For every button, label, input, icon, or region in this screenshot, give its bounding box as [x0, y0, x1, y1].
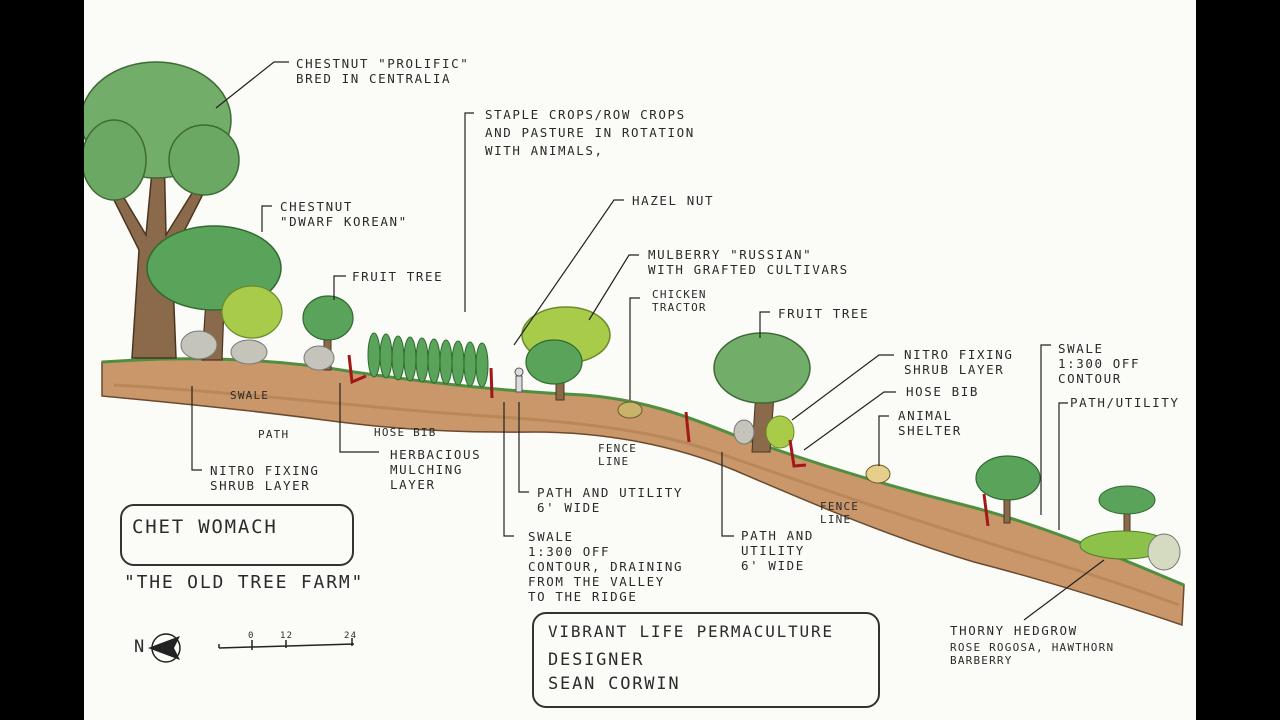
label-swale-right: SWALE 1:300 OFF CONTOUR	[1058, 341, 1141, 386]
label-hose-bib-right: HOSE BIB	[906, 384, 980, 399]
right-tree	[975, 455, 1041, 524]
thorny-hedgerow	[1079, 485, 1181, 571]
hazel-mulberry-trees	[514, 306, 611, 401]
label-path-utility-6b: PATH AND UTILITY 6' WIDE	[741, 528, 815, 573]
soil-shading	[113, 383, 1180, 607]
label-fruit-tree-2: FRUIT TREE	[778, 306, 870, 321]
farm-name: "THE OLD TREE FARM"	[124, 572, 365, 593]
label-nitro-fixing-left: NITRO FIXING SHRUB LAYER	[210, 463, 320, 493]
label-path-utility-right: PATH/UTILITY	[1070, 395, 1180, 410]
label-swale-left: SWALE	[230, 389, 270, 402]
client-name: CHET WOMACH	[132, 516, 278, 538]
label-path-utility-6a: PATH AND UTILITY 6' WIDE	[537, 485, 684, 515]
label-fruit-tree-1: FRUIT TREE	[352, 269, 444, 284]
label-nitro-fixing-right: NITRO FIXING SHRUB LAYER	[904, 347, 1014, 377]
north-arrow	[148, 633, 181, 663]
fruit-tree-2	[713, 332, 811, 453]
designer-name: SEAN CORWIN	[548, 674, 681, 694]
fruit-tree-1	[302, 295, 354, 371]
company-name: VIBRANT LIFE PERMACULTURE	[548, 622, 834, 641]
designer-title-box: VIBRANT LIFE PERMACULTURE DESIGNER SEAN …	[532, 612, 880, 708]
label-animal-shelter: ANIMAL SHELTER	[898, 408, 962, 438]
label-herbacious: HERBACIOUS MULCHING LAYER	[390, 447, 482, 492]
label-hedgrow-species: ROSE ROGOSA, HAWTHORN BARBERRY	[950, 641, 1115, 667]
chestnut-prolific-tree	[84, 61, 240, 359]
chestnut-dwarf-tree	[146, 225, 283, 365]
drawing-sheet: CHESTNUT "PROLIFIC" BRED IN CENTRALIA ST…	[84, 0, 1196, 720]
client-name-box: CHET WOMACH	[120, 504, 354, 566]
fence-posts	[347, 354, 990, 527]
label-fence-line-2: FENCE LINE	[820, 500, 860, 526]
chicken-tractor-shape	[617, 401, 643, 419]
scale-tick-12: 12	[280, 631, 294, 641]
label-chicken-tractor: CHICKEN TRACTOR	[652, 288, 707, 314]
leader-lines	[191, 61, 1105, 621]
label-fence-line-1: FENCE LINE	[598, 442, 638, 468]
label-hose-bib-left: HOSE BIB	[374, 426, 437, 439]
scale-tick-24: 24	[344, 631, 358, 641]
scale-bar	[218, 638, 355, 650]
label-thorny-hedgrow: THORNY HEDGROW	[950, 623, 1078, 638]
label-mulberry: MULBERRY "RUSSIAN" WITH GRAFTED CULTIVAR…	[648, 247, 849, 277]
label-swale-middle: SWALE 1:300 OFF CONTOUR, DRAINING FROM T…	[528, 529, 684, 604]
site-section-illustration	[84, 61, 1185, 663]
animal-shelter-shape	[865, 464, 891, 484]
label-chestnut-dwarf: CHESTNUT "DWARF KOREAN"	[280, 199, 408, 229]
label-chestnut-prolific: CHESTNUT "PROLIFIC" BRED IN CENTRALIA	[296, 56, 470, 86]
label-staple-crops: STAPLE CROPS/ROW CROPS AND PASTURE IN RO…	[485, 107, 695, 158]
label-hazel-nut: HAZEL NUT	[632, 193, 715, 208]
scale-tick-0: 0	[248, 631, 255, 641]
north-letter: N	[134, 637, 147, 657]
designer-role: DESIGNER	[548, 650, 645, 670]
label-path-left: PATH	[258, 428, 290, 441]
row-crops	[367, 332, 489, 388]
